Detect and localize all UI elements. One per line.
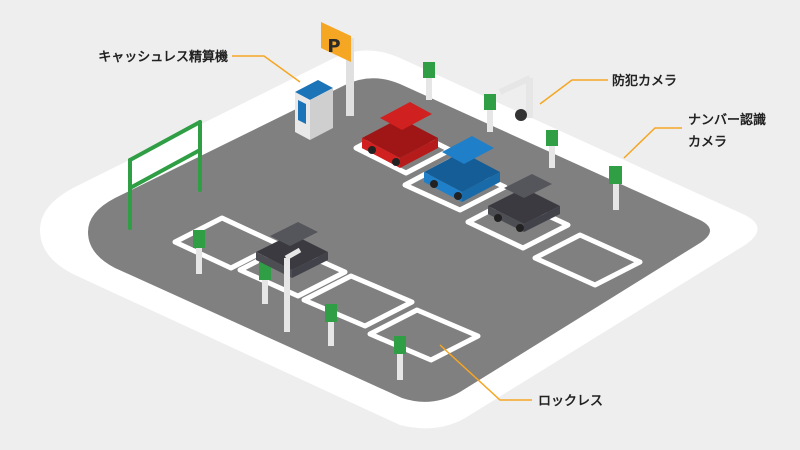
- pole-light: [484, 94, 496, 132]
- plate-camera-icon: [609, 166, 622, 210]
- label-security-camera: 防犯カメラ: [612, 73, 677, 89]
- car-icon-blue: [424, 136, 500, 202]
- pole-light: [259, 262, 271, 304]
- car-icon-dark: [488, 174, 560, 232]
- lamp-post: [284, 247, 302, 332]
- pole-lights: [193, 62, 622, 380]
- parking-space: [301, 273, 415, 329]
- label-lockless: ロックレス: [538, 394, 603, 409]
- parking-space: [532, 232, 643, 288]
- leader-security-camera: [539, 79, 608, 105]
- payment-kiosk-icon: [295, 80, 333, 140]
- pole-light: [325, 304, 337, 346]
- car-icon-red: [362, 102, 438, 168]
- label-plate-camera-line1: ナンバー認識: [688, 112, 766, 128]
- leader-lines: [232, 55, 682, 401]
- p-sign-letter: P: [327, 36, 340, 57]
- pole-light: [546, 130, 558, 168]
- gate-frame-icon: [128, 120, 202, 230]
- security-camera-icon: [498, 75, 533, 121]
- label-cashless-machine: キャッシュレス精算機: [98, 49, 228, 65]
- leader-cashless: [232, 55, 301, 83]
- car-icon-dark-lower: [256, 222, 328, 278]
- p-sign-icon: P: [321, 22, 354, 116]
- pole-light: [423, 62, 435, 100]
- leader-lockless: [439, 344, 532, 401]
- pole-light: [193, 230, 205, 274]
- pole-light: [394, 336, 406, 380]
- label-plate-camera-line2: カメラ: [688, 135, 727, 150]
- parking-space: [367, 307, 481, 363]
- leader-plate-camera: [623, 127, 682, 159]
